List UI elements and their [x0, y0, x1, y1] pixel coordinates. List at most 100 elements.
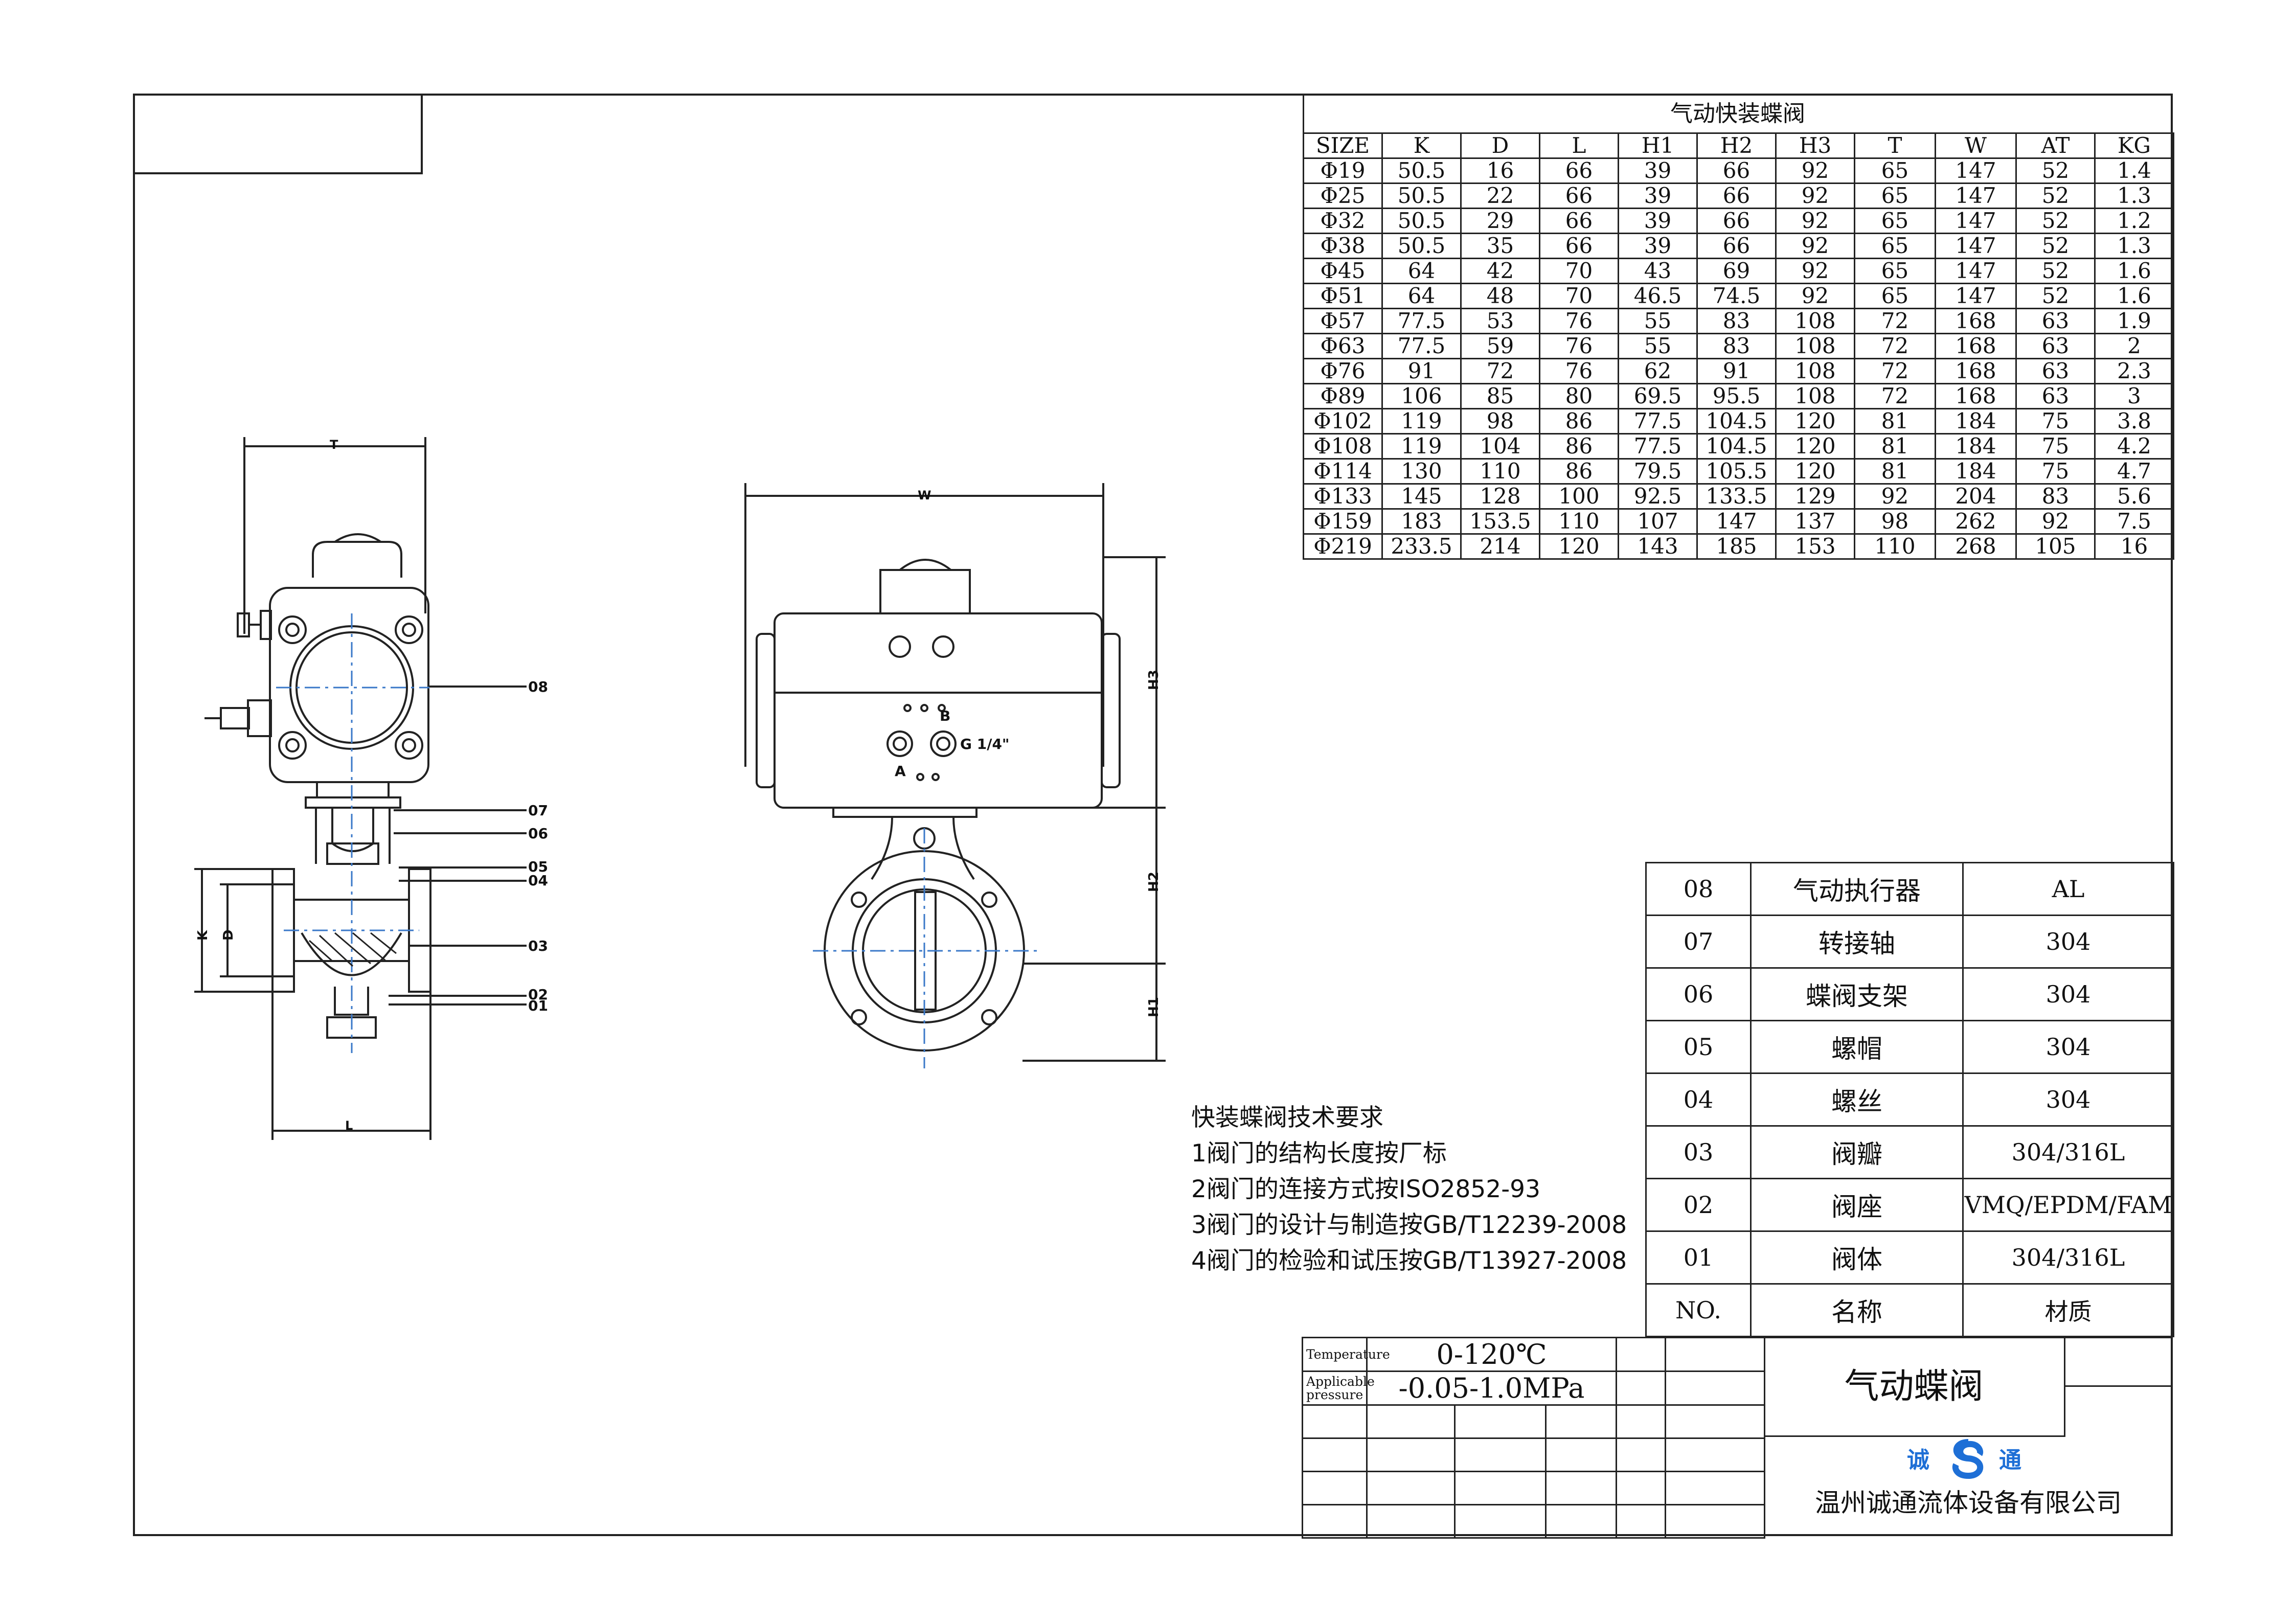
- title-small-cell: [2065, 1337, 2173, 1387]
- part-name: 阀体: [1750, 1230, 1964, 1285]
- dim-cell: 92: [1775, 182, 1855, 209]
- dim-cell: 46.5: [1618, 283, 1698, 309]
- dim-cell: 119: [1381, 408, 1462, 435]
- dim-cell: Φ89: [1303, 383, 1383, 409]
- dim-header-h1: H1: [1618, 132, 1698, 159]
- dim-label-d: D: [221, 929, 236, 941]
- dim-cell: 92: [1775, 157, 1855, 184]
- dim-cell: 105.5: [1696, 458, 1777, 485]
- dim-cell: 39: [1618, 208, 1698, 234]
- dim-cell: 92: [1854, 483, 1936, 510]
- dim-cell: 80: [1539, 383, 1619, 409]
- dim-cell: Φ63: [1303, 333, 1383, 359]
- dim-cell: 52: [2015, 182, 2096, 209]
- dim-cell: 98: [1460, 408, 1540, 435]
- dim-header-h2: H2: [1696, 132, 1777, 159]
- dim-cell: 39: [1618, 157, 1698, 184]
- dim-cell: 147: [1935, 258, 2017, 284]
- dim-label-t: T: [330, 438, 338, 452]
- dim-cell: 50.5: [1381, 208, 1462, 234]
- dim-cell: 104: [1460, 433, 1540, 460]
- dim-cell: 1.3: [2094, 233, 2174, 259]
- dim-cell: 183: [1381, 508, 1462, 535]
- dim-cell: Φ19: [1303, 157, 1383, 184]
- part-material: 304: [1962, 1020, 2174, 1074]
- dim-cell: 86: [1539, 458, 1619, 485]
- dim-cell: 81: [1854, 433, 1936, 460]
- dim-cell: 147: [1696, 508, 1777, 535]
- temperature-label: Temperature: [1302, 1337, 1390, 1372]
- dim-cell: Φ76: [1303, 358, 1383, 384]
- part-name: 蝶阀支架: [1750, 967, 1964, 1021]
- callout-07: 07: [528, 802, 548, 819]
- dim-cell: 64: [1381, 283, 1462, 309]
- dim-cell: 62: [1618, 358, 1698, 384]
- dim-cell: 262: [1935, 508, 2017, 535]
- dim-cell: Φ114: [1303, 458, 1383, 485]
- dim-cell: 130: [1381, 458, 1462, 485]
- dim-cell: 204: [1935, 483, 2017, 510]
- dim-cell: 52: [2015, 258, 2096, 284]
- dim-cell: 214: [1460, 533, 1540, 560]
- dim-cell: 184: [1935, 433, 2017, 460]
- dim-cell: 22: [1460, 182, 1540, 209]
- dim-cell: 2: [2094, 333, 2174, 359]
- dim-label-l: L: [345, 1118, 353, 1133]
- dim-cell: 98: [1854, 508, 1936, 535]
- dim-cell: 66: [1696, 233, 1777, 259]
- dim-cell: 92: [1775, 208, 1855, 234]
- part-name: 气动执行器: [1750, 862, 1964, 916]
- dim-cell: Φ219: [1303, 533, 1383, 560]
- dim-cell: 77.5: [1381, 333, 1462, 359]
- dim-cell: 83: [2015, 483, 2096, 510]
- dim-cell: 65: [1854, 157, 1936, 184]
- temperature-value: 0-120℃: [1366, 1337, 1617, 1372]
- dim-cell: 66: [1539, 157, 1619, 184]
- dim-cell: 3.8: [2094, 408, 2174, 435]
- tech-title: 快装蝶阀技术要求: [1191, 1104, 1383, 1132]
- dim-cell: 83: [1696, 308, 1777, 334]
- callout-03: 03: [528, 938, 548, 954]
- dim-cell: 39: [1618, 233, 1698, 259]
- port-label-b: B: [940, 707, 950, 724]
- tech-item: 4阀门的检验和试压按GB/T13927-2008: [1191, 1247, 1627, 1275]
- callout-04: 04: [528, 872, 548, 889]
- dim-cell: 5.6: [2094, 483, 2174, 510]
- dim-cell: 75: [2015, 408, 2096, 435]
- part-name: 名称: [1750, 1283, 1964, 1337]
- dim-cell: 147: [1935, 233, 2017, 259]
- dim-cell: 4.2: [2094, 433, 2174, 460]
- part-material: 304/316L: [1962, 1125, 2174, 1179]
- dim-cell: 147: [1935, 208, 2017, 234]
- dim-cell: 42: [1460, 258, 1540, 284]
- part-material: 304/316L: [1962, 1230, 2174, 1285]
- tech-item: 1阀门的结构长度按厂标: [1191, 1139, 1447, 1168]
- dim-cell: 120: [1775, 408, 1855, 435]
- dim-cell: 110: [1539, 508, 1619, 535]
- dim-cell: Φ102: [1303, 408, 1383, 435]
- dim-cell: 65: [1854, 283, 1936, 309]
- dim-cell: 55: [1618, 308, 1698, 334]
- dim-cell: 168: [1935, 383, 2017, 409]
- dim-cell: 63: [2015, 383, 2096, 409]
- dim-cell: 55: [1618, 333, 1698, 359]
- dim-cell: 1.2: [2094, 208, 2174, 234]
- dim-cell: 72: [1460, 358, 1540, 384]
- dim-cell: 104.5: [1696, 433, 1777, 460]
- dim-cell: 110: [1854, 533, 1936, 560]
- dim-cell: 16: [1460, 157, 1540, 184]
- dim-cell: 65: [1854, 258, 1936, 284]
- dim-cell: 1.6: [2094, 258, 2174, 284]
- dim-cell: 168: [1935, 308, 2017, 334]
